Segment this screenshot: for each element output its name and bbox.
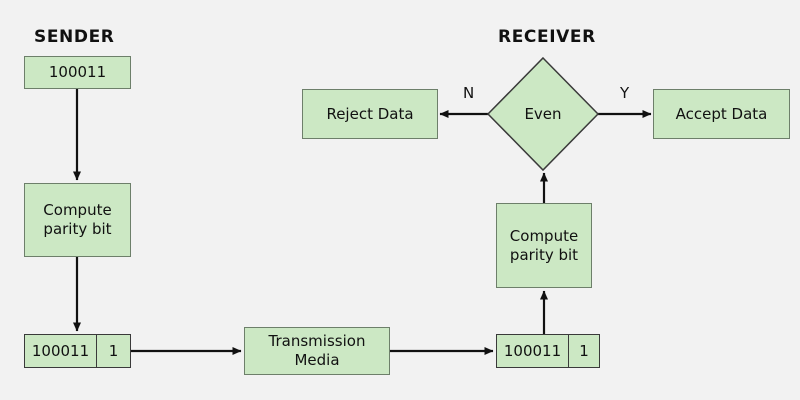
sender-data-label: 100011 bbox=[48, 63, 107, 82]
sender-frame-parity-bit: 1 bbox=[108, 342, 119, 360]
accept-data-label: Accept Data bbox=[675, 104, 768, 123]
transmission-media-line1: Transmission bbox=[268, 332, 366, 351]
receiver-compute-line1: Compute bbox=[509, 226, 579, 245]
sender-frame-box: 100011 1 bbox=[24, 334, 131, 368]
receiver-frame-payload: 100011 bbox=[497, 335, 569, 367]
sender-compute-parity-box: Compute parity bit bbox=[24, 183, 131, 257]
sender-compute-line2: parity bit bbox=[43, 220, 112, 238]
sender-data-box: 100011 bbox=[24, 56, 131, 89]
transmission-media-box: Transmission Media bbox=[244, 327, 390, 375]
receiver-compute-parity-box: Compute parity bit bbox=[496, 203, 592, 288]
sender-frame-payload: 100011 bbox=[25, 335, 97, 367]
sender-title: SENDER bbox=[34, 27, 115, 47]
receiver-frame-box: 100011 1 bbox=[496, 334, 600, 368]
edge-label-yes: Y bbox=[620, 84, 630, 102]
edge-label-no: N bbox=[463, 84, 475, 102]
receiver-title: RECEIVER bbox=[498, 27, 596, 47]
reject-data-box: Reject Data bbox=[302, 89, 438, 139]
accept-data-box: Accept Data bbox=[653, 89, 790, 139]
sender-compute-line1: Compute bbox=[43, 201, 112, 220]
decision-diamond-shape bbox=[486, 56, 600, 172]
receiver-compute-line2: parity bit bbox=[509, 245, 579, 264]
receiver-frame-parity-bit: 1 bbox=[579, 342, 589, 360]
decision-even-node: Even bbox=[488, 58, 598, 170]
transmission-media-line2: Media bbox=[294, 351, 340, 369]
decision-even-label: Even bbox=[524, 105, 562, 123]
reject-data-label: Reject Data bbox=[326, 104, 414, 123]
